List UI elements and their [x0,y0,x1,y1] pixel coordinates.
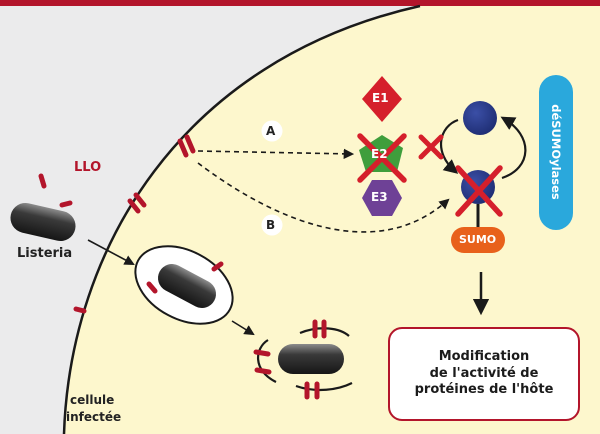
ruptured-vacuole-top [299,327,350,337]
cytosolic-bacterium [278,344,344,374]
ruptured-vacuole-left [256,339,277,383]
entry-arrow [87,239,135,265]
top-bar [0,0,600,6]
e3-enzyme [362,180,402,216]
e3-label: E3 [371,190,388,204]
outcome-line-1: Modification [438,349,530,365]
membrane-llo-pores [73,134,196,314]
outcome-line-3: protéines de l'hôte [414,382,554,398]
llo-label: LLO [74,160,102,175]
e2-label: E2 [371,147,388,161]
pathway-b-label: B [266,218,276,232]
conjugation-arrow [439,118,459,174]
cellule-label: cellule [70,393,115,407]
e1-enzyme [362,76,402,122]
cell-membrane [62,4,421,434]
ruptured-vacuole-bottom [295,382,353,392]
vacuole-llo [146,261,224,294]
sumoylation-block-cross [455,165,503,217]
pathway-b-arrow [197,162,450,233]
desumoylases-pill [539,75,573,230]
pathway-b-badge [261,214,283,236]
conjugation-block-cross [418,134,444,160]
llo-molecules [38,173,73,208]
sumo-label: SUMO [459,233,497,246]
pathway-a-arrow [197,148,355,160]
desumoylases-label: déSUMOylases [549,104,563,200]
infectee-label: infectée [66,410,122,424]
listeria-bacterium [10,202,76,242]
sumo-tag [451,227,505,253]
pathway-a-badge [261,120,283,142]
outcome-box: Modification de l'activité de protéines … [388,327,580,421]
escape-arrow [231,320,255,336]
pathway-a-label: A [266,124,276,138]
listeria-label: Listeria [17,246,73,261]
desumoylation-arrow [500,116,527,180]
free-protein [463,101,497,135]
e2-block-cross [357,133,407,183]
vacuole-bacterium [157,264,217,308]
outcome-line-2: de l'activité de [429,365,539,381]
e1-label: E1 [372,91,389,105]
ruptured-vacuole-llo [253,319,327,400]
